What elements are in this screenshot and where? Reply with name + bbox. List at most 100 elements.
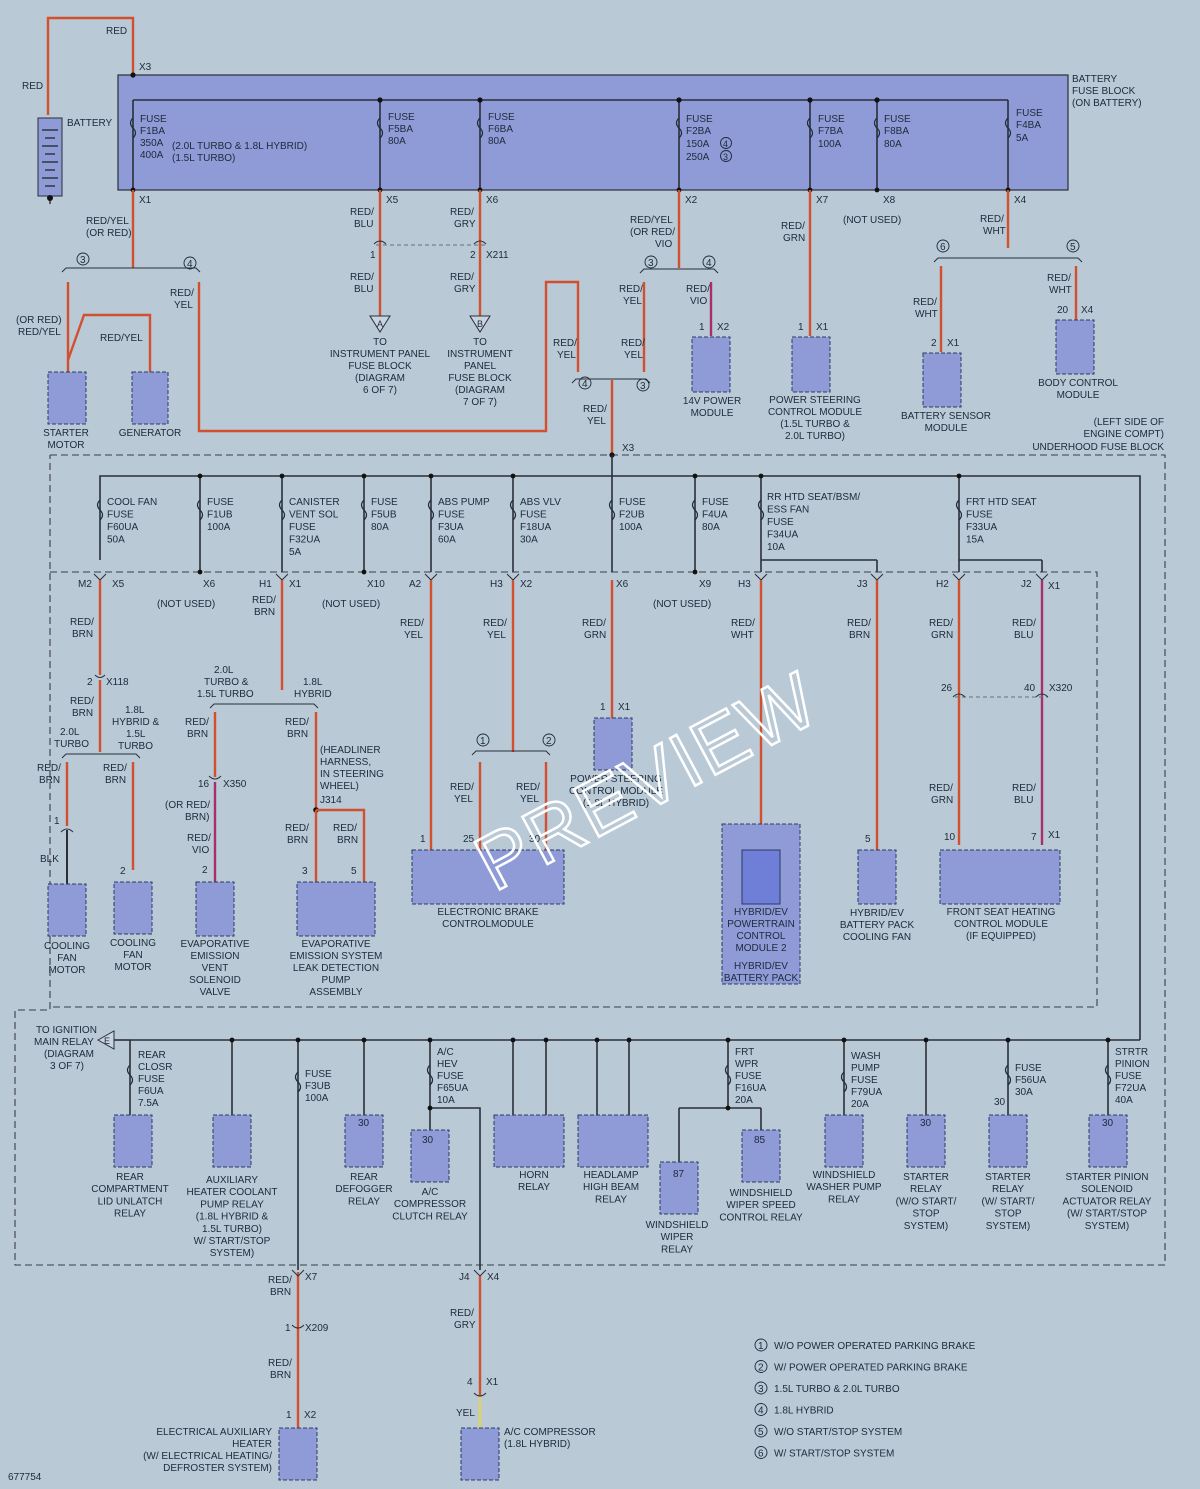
j4-pin: J4 <box>459 1272 470 1283</box>
x320-pin-a: 26 <box>941 683 953 694</box>
lower-fuse-label: 7.5A <box>138 1098 159 1109</box>
cooling-fan-1-box <box>47 883 87 937</box>
x4-pin-lower: X4 <box>487 1272 500 1283</box>
to-b-letter: B <box>477 319 483 329</box>
uh-fuse-label: F34UA <box>767 530 798 541</box>
relay-label: STOP <box>912 1209 939 1220</box>
pscm-box <box>791 336 831 393</box>
x2b4-l2: VIO <box>690 296 707 307</box>
relay-label: AUXILIARY <box>206 1175 258 1186</box>
rdef-box <box>344 1114 384 1168</box>
to-b-l3: PANEL <box>464 361 496 372</box>
uh-fuse-label: 100A <box>207 522 231 533</box>
hpcm-box <box>741 849 781 905</box>
x3in-l1: RED/ <box>583 404 607 415</box>
fs-l3: (IF EQUIPPED) <box>966 931 1036 942</box>
hf-l1: HYBRID/EV <box>850 908 904 919</box>
to-a-l1: TO <box>373 337 387 348</box>
acm-pin: 4 <box>467 1377 473 1388</box>
f8ba-l2: F8BA <box>884 126 909 137</box>
to-b-l1: TO <box>473 337 487 348</box>
relay-label: (W/ START/STOP <box>1067 1209 1147 1220</box>
j4w-l1: RED/ <box>450 1308 474 1319</box>
lower-fuse-label: FUSE <box>735 1071 762 1082</box>
x3-pin: X3 <box>139 62 152 73</box>
el-l1: EVAPORATIVE <box>301 939 370 950</box>
pm14v-l1: 14V POWER <box>683 396 741 407</box>
lower-fuse-label: 10A <box>437 1095 455 1106</box>
evap-vent-box <box>195 881 235 937</box>
pin-x1a: X1 <box>289 579 302 590</box>
ebcm-l1: ELECTRONIC BRAKE <box>437 907 538 918</box>
offpage-a-icon <box>369 315 391 333</box>
f1ba-pin: X1 <box>139 195 152 206</box>
x4-wire-l2: WHT <box>983 226 1006 237</box>
f7ba-l2: F7BA <box>818 126 843 137</box>
v18-l2: HYBRID & <box>112 717 160 728</box>
uh-fuse-label: FUSE <box>107 510 134 521</box>
relay-label: HEADLAMP <box>583 1170 638 1181</box>
relay-label: COMPRESSOR <box>394 1199 466 1210</box>
headliner-l3: IN STEERING <box>320 769 384 780</box>
ebw1-l2: YEL <box>454 794 473 805</box>
fsh-w2-l2: BLU <box>1014 795 1033 806</box>
pin-h3a: H3 <box>490 579 503 590</box>
lower-fuse-label: FUSE <box>851 1075 878 1086</box>
ev-l5: VALVE <box>200 987 231 998</box>
pin-h3b: H3 <box>738 579 751 590</box>
acc-pin: 30 <box>422 1135 434 1146</box>
after-x118-l1: RED/ <box>70 696 94 707</box>
x2-wire-l3: VIO <box>655 239 672 250</box>
bcm-box <box>1055 319 1095 375</box>
evap-vio-l2: VIO <box>192 845 209 856</box>
headliner-l2: HARNESS, <box>320 757 371 768</box>
legend-number: 1 <box>758 1341 764 1352</box>
ewa-l2: BRN <box>187 729 208 740</box>
cf1-l1: COOLING <box>44 941 90 952</box>
acm-wire: YEL <box>456 1408 475 1419</box>
lower-fuse-label: F79UA <box>851 1087 882 1098</box>
aux-box <box>212 1114 252 1168</box>
x118-pin: 2 <box>87 677 93 688</box>
relay-label: PUMP RELAY <box>200 1199 264 1210</box>
to-a-l5: 6 OF 7) <box>363 385 397 396</box>
to-a-l4: (DIAGRAM <box>355 373 405 384</box>
uh-fuse-label: FUSE <box>207 497 234 508</box>
f5ba-pin: X5 <box>386 195 399 206</box>
eah-l2: HEATER <box>232 1439 272 1450</box>
lower-fuse-label: FUSE <box>1015 1063 1042 1074</box>
x7-wire-l1-lower: RED/ <box>268 1275 292 1286</box>
hpcm-l1: HYBRID/EV <box>734 907 788 918</box>
relay-label: CONTROL RELAY <box>719 1212 803 1223</box>
f8ba-l1: FUSE <box>884 114 911 125</box>
ebcm-pin-b: 25 <box>463 834 475 845</box>
ewb-l1: RED/ <box>285 717 309 728</box>
f2ba-l3: 150A <box>686 139 710 150</box>
relay-label: RELAY <box>518 1182 550 1193</box>
uh-fuse-label: ABS PUMP <box>438 497 490 508</box>
x209w-l1: RED/ <box>268 1358 292 1369</box>
f2ba-l4: 250A <box>686 152 710 163</box>
relay-label: (W/O START/ <box>896 1196 957 1207</box>
evap-alt-l2: BRN) <box>185 812 209 823</box>
x209-pin: 1 <box>285 1323 291 1334</box>
acc-box <box>410 1129 450 1183</box>
eah-l1: ELECTRICAL AUXILIARY <box>156 1427 272 1438</box>
cf1w-l1: RED/ <box>37 763 61 774</box>
fsh-w1-l1: RED/ <box>929 783 953 794</box>
relay-label: HORN <box>519 1170 548 1181</box>
uh-fuse-label: 100A <box>619 522 643 533</box>
w1-l1: RED/ <box>70 617 94 628</box>
x8-not-used: (NOT USED) <box>843 215 901 226</box>
f6ba-pin: X6 <box>486 195 499 206</box>
pin-x10: X10 <box>367 579 385 590</box>
ewa-l1: RED/ <box>185 717 209 728</box>
w9b-l2: BRN <box>849 630 870 641</box>
pin-x6: X6 <box>203 579 216 590</box>
f2ba-note-b: 3 <box>723 152 728 162</box>
starter-branch-l1: (OR RED) <box>16 315 62 326</box>
f5ba-l1: FUSE <box>388 112 415 123</box>
relay-label: RELAY <box>661 1244 693 1255</box>
x211-pin1: 1 <box>370 250 376 261</box>
x6-wire-l2: GRY <box>454 219 476 230</box>
